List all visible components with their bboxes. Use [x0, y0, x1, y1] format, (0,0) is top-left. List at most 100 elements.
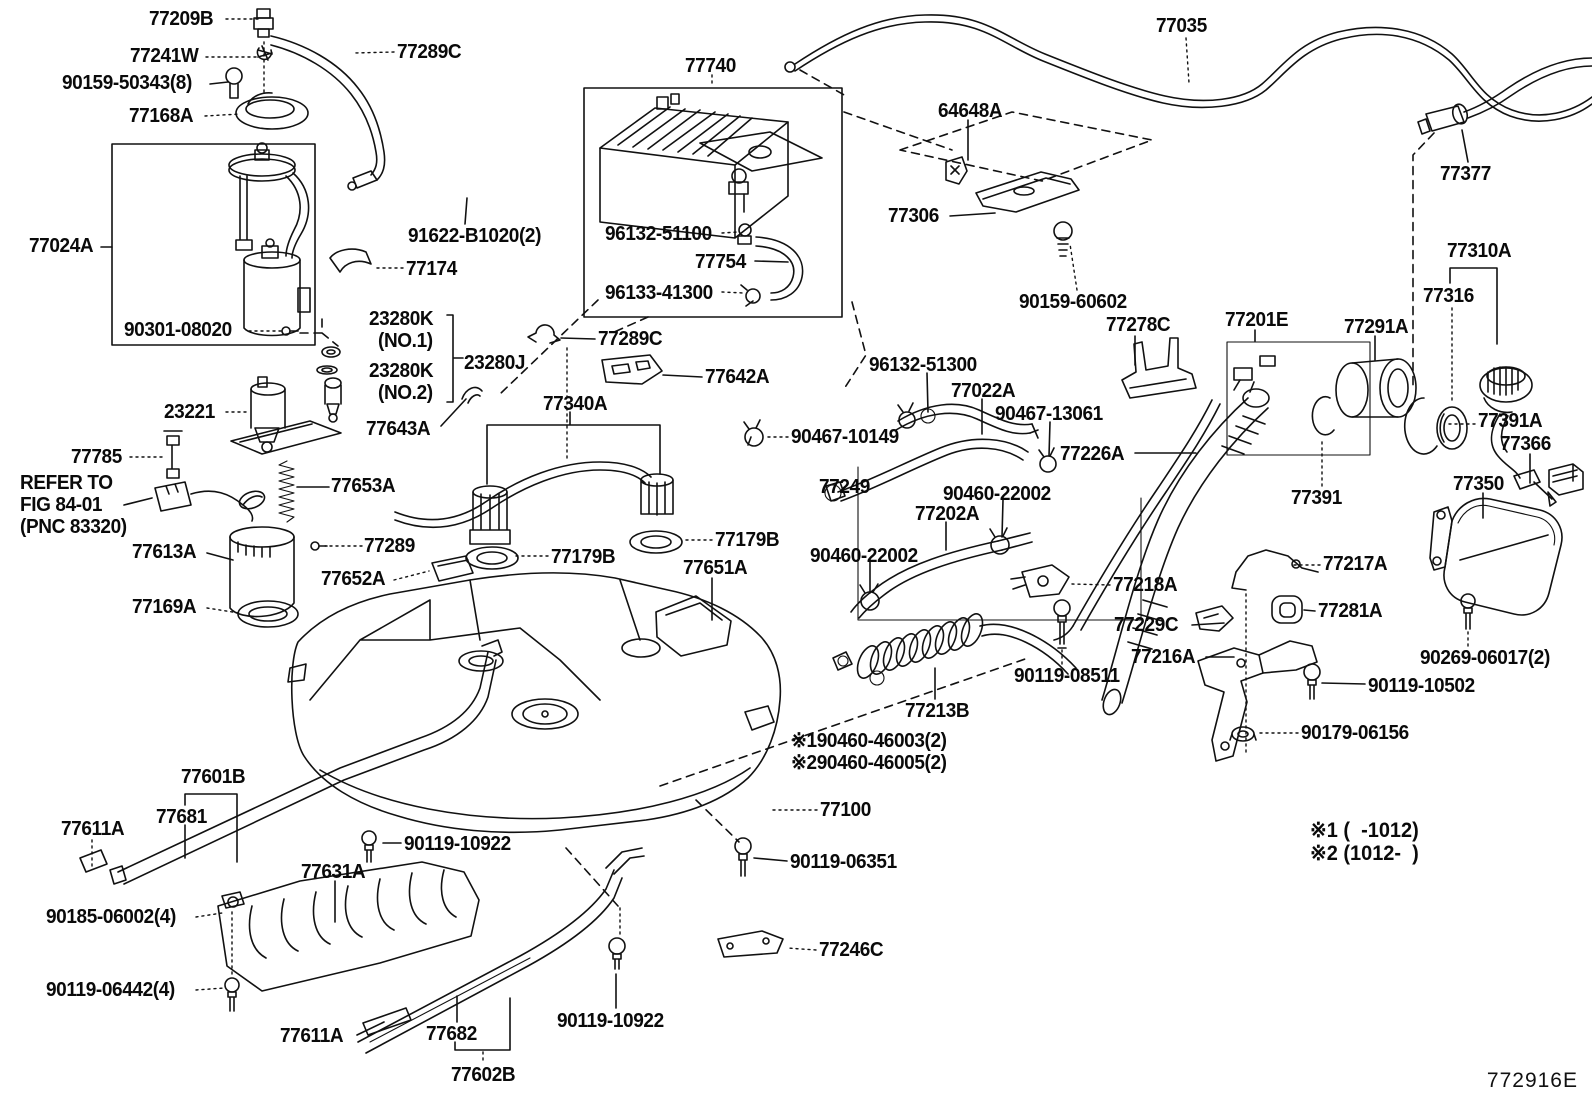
part-label: 23280K [369, 360, 434, 382]
filler-head-parts [1311, 358, 1557, 507]
part-label: 90159-50343(8) [62, 72, 192, 94]
part-label: 90159-60602 [1019, 291, 1127, 313]
leader-line [204, 113, 241, 117]
diagram-code: 772916E [1486, 1069, 1578, 1092]
part-label: 90467-13061 [995, 403, 1103, 425]
part-label: 77682 [426, 1023, 477, 1045]
part-label: 77035 [1156, 15, 1207, 37]
leader-line [721, 291, 745, 294]
part-label: 77391A [1478, 410, 1543, 432]
part-label: 90185-06002(4) [46, 906, 176, 928]
leader-line [464, 197, 468, 225]
leader-line [1185, 37, 1190, 84]
part-label: 90119-10502 [1368, 675, 1475, 697]
part-label: 77278C [1106, 314, 1171, 336]
part-label: 77241W [130, 45, 199, 67]
leader-lines [91, 18, 1531, 1036]
part-label: 77201E [1225, 309, 1289, 331]
part-label: REFER TO [20, 472, 113, 494]
part-label: 77310A [1447, 240, 1512, 262]
part-label: 77217A [1323, 553, 1388, 575]
part-label: 90460-22002 [810, 545, 918, 567]
part-label: 96133-41300 [605, 282, 713, 304]
leader-line [1048, 421, 1051, 457]
part-label: 77316 [1423, 285, 1474, 307]
part-label: 77377 [1440, 163, 1491, 185]
part-label: 90179-06156 [1301, 722, 1409, 744]
part-label: 77168A [129, 105, 194, 127]
part-label: 77601B [181, 766, 246, 788]
middle-clips [329, 248, 663, 459]
part-label: 77613A [132, 541, 197, 563]
part-label: 23221 [164, 401, 215, 423]
part-label: 90467-10149 [791, 426, 899, 448]
leader-line [1191, 622, 1225, 626]
leader-line [754, 260, 789, 263]
part-label: (NO.2) [378, 382, 433, 404]
leader-line [123, 497, 153, 506]
right-brackets [1010, 549, 1321, 762]
part-label: 77785 [71, 446, 122, 468]
part-label: 91622-B1020(2) [408, 225, 542, 247]
part-label: 90119-08511 [1014, 665, 1120, 687]
part-label: 90269-06017(2) [1420, 647, 1550, 669]
neck-bracket [1121, 337, 1197, 399]
part-label: 77366 [1500, 433, 1551, 455]
part-label: 77602B [451, 1064, 516, 1086]
fuel-tank [287, 572, 1029, 907]
canister-protector [945, 156, 1080, 257]
part-label: 96132-51100 [605, 223, 712, 245]
leader-line [440, 398, 467, 427]
leader-line [206, 552, 234, 561]
part-label: ※1 ( -1012) [1310, 819, 1419, 842]
leader-line [1321, 682, 1366, 685]
pump-module-assembly [111, 8, 386, 347]
canister-assembly [499, 69, 1153, 395]
part-label: 77024A [29, 235, 94, 257]
part-label: 77391 [1291, 487, 1342, 509]
leader-line [1303, 609, 1316, 612]
part-label: 77611A [61, 818, 125, 840]
leader-line [195, 987, 225, 991]
part-label: 77611A [280, 1025, 344, 1047]
part-label: 23280J [464, 352, 526, 374]
part-label: 77246C [819, 939, 884, 961]
leader-line [786, 947, 817, 951]
part-label: 77291A [1344, 316, 1409, 338]
part-label: 77653A [331, 475, 396, 497]
part-label: 96132-51300 [869, 354, 977, 376]
part-label: 77681 [156, 806, 207, 828]
part-label: 77350 [1453, 473, 1504, 495]
part-label: 77229C [1114, 614, 1179, 636]
pump-small-parts [154, 314, 483, 628]
part-label: (PNC 83320) [20, 516, 127, 538]
part-label: 77289C [397, 41, 462, 63]
part-label: 64648A [938, 100, 1003, 122]
hoses-middle [743, 402, 1142, 686]
part-label: 77218A [1113, 574, 1178, 596]
part-label: 90119-06351 [790, 851, 897, 873]
part-label: 77100 [820, 799, 871, 821]
part-label: ※2 (1012- ) [1310, 842, 1419, 865]
part-label: 77651A [683, 557, 748, 579]
part-label: 77216A [1131, 646, 1196, 668]
leader-line [1001, 499, 1004, 538]
part-label: ※290460-46005(2) [791, 752, 947, 774]
part-label: 77642A [705, 366, 770, 388]
part-label: 77179B [715, 529, 780, 551]
leader-line [209, 81, 229, 85]
part-label: 77249 [819, 476, 870, 498]
part-label: 77340A [543, 393, 608, 415]
part-label: 77174 [406, 258, 457, 280]
part-label: 77643A [366, 418, 431, 440]
leader-line [662, 374, 703, 378]
part-label: 77306 [888, 205, 939, 227]
part-label: 90460-22002 [943, 483, 1051, 505]
leader-line [195, 912, 223, 918]
part-label: 77289 [364, 535, 415, 557]
part-label: 77179B [551, 546, 616, 568]
fuel-suction-filters [394, 411, 732, 657]
part-label: 77213B [905, 700, 970, 722]
leader-line [353, 51, 395, 54]
leader-line [206, 607, 240, 614]
